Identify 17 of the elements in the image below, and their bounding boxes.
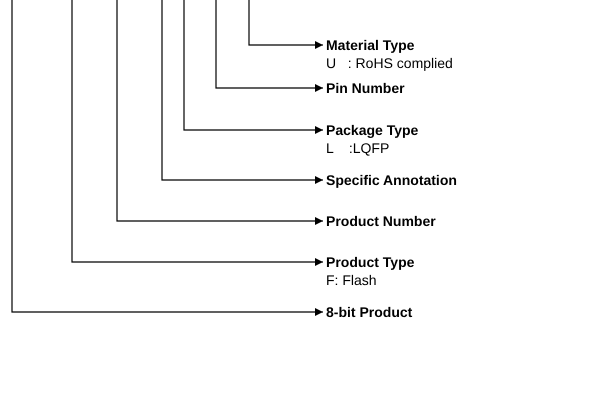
arrow — [161, 0, 323, 184]
field-title: Specific Annotation — [326, 171, 457, 189]
field-title: Package Type — [326, 121, 418, 139]
arrow — [248, 0, 323, 49]
field-title: Pin Number — [326, 79, 405, 97]
arrow — [71, 0, 323, 266]
arrow — [183, 0, 323, 134]
field-value: U : RoHS complied — [326, 54, 453, 72]
field-title: Material Type — [326, 36, 414, 54]
field-value: L :LQFP — [326, 139, 390, 157]
field-value: F: Flash — [326, 271, 377, 289]
arrow — [215, 0, 323, 92]
field-title: Product Type — [326, 253, 414, 271]
arrow — [11, 0, 323, 316]
field-title: Product Number — [326, 212, 436, 230]
arrow — [116, 0, 323, 225]
field-title: 8-bit Product — [326, 303, 412, 321]
